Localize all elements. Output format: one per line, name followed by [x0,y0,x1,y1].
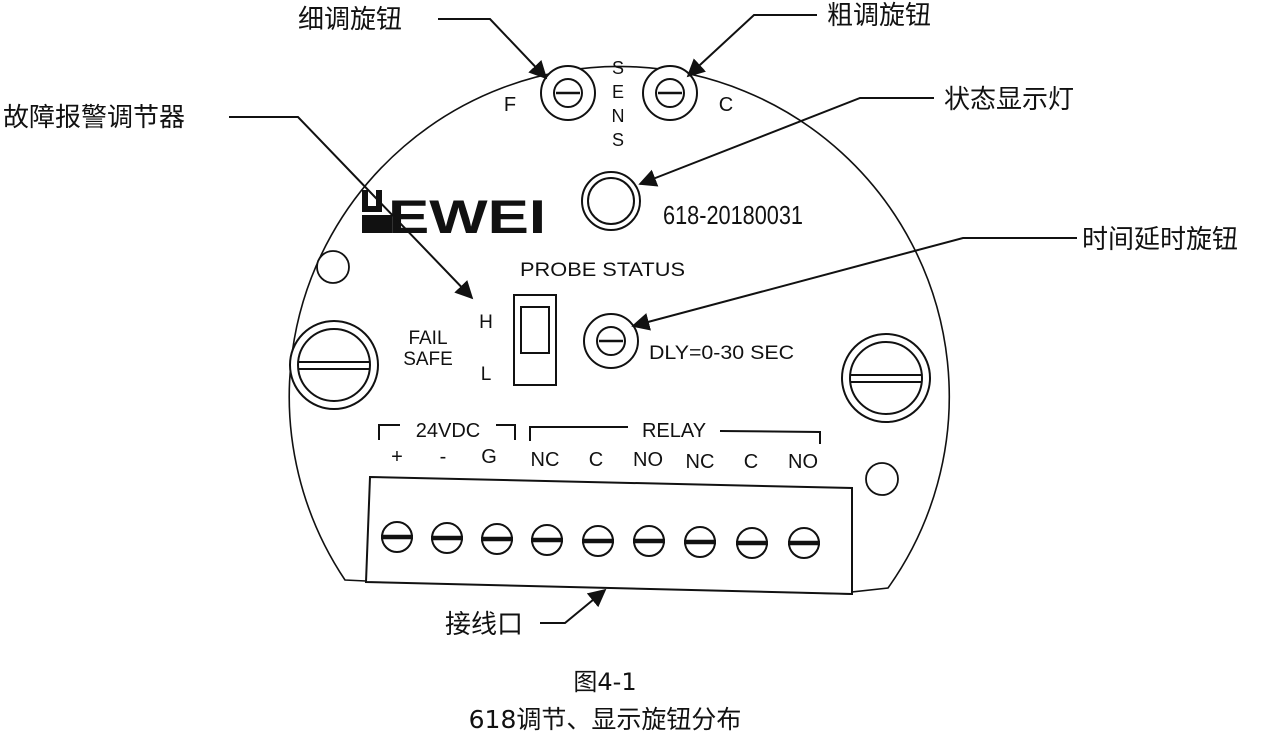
fail-label: FAIL [408,328,447,349]
sens-letter: S [612,130,624,150]
terminal-screw[interactable] [481,523,513,555]
figure-title: 618调节、显示旋钮分布 [469,705,742,734]
relay-bracket [529,426,821,444]
terminal-screw[interactable] [582,525,614,557]
right-screw [841,333,931,423]
terminal-screw[interactable] [431,522,463,554]
callout-coarse-knob: 粗调旋钮 [827,1,931,31]
mounting-hole [316,250,350,284]
callout-status-light: 状态显示灯 [944,85,1074,115]
terminal-label: + [391,446,403,468]
mounting-hole [865,462,899,496]
safe-label: SAFE [403,349,453,370]
switch-high-label: H [479,312,493,333]
terminal-screw[interactable] [684,526,716,558]
leader-terminal [540,588,607,624]
sens-letter: E [612,82,624,102]
terminal-label: G [481,446,497,468]
leader-fault-alarm [229,116,474,300]
delay-knob[interactable] [583,313,639,369]
terminal-label: NC [531,449,560,471]
brand-logo: EWEI [362,190,546,243]
serial-number: 618-20180031 [663,200,803,230]
coarse-knob-label: C [719,94,733,116]
logo-text: EWEI [388,190,546,243]
terminal-label: NC [686,451,715,473]
relay-group-label: RELAY [642,420,706,442]
terminal-screw[interactable] [381,521,413,553]
terminal-label: C [744,451,758,473]
terminal-label: - [440,446,447,468]
callout-fault-alarm: 故障报警调节器 [3,103,185,133]
fine-knob[interactable] [540,65,596,121]
leader-status-light [638,97,934,187]
terminal-label: NO [788,451,818,473]
terminal-screw[interactable] [633,525,665,557]
callout-terminal: 接线口 [445,610,523,640]
switch-low-label: L [481,364,492,385]
terminal-label: C [589,449,603,471]
leader-fine-knob [438,18,548,80]
figure-number: 图4-1 [573,668,636,696]
terminal-screw[interactable] [736,527,768,559]
leader-coarse-knob [686,14,817,78]
callout-delay-knob: 时间延时旋钮 [1082,225,1238,255]
sens-letter: N [612,106,625,126]
coarse-knob[interactable] [642,65,698,121]
sens-letter: S [612,58,624,78]
status-light [581,171,641,231]
probe-status-label: PROBE STATUS [520,260,685,281]
callout-fine-knob: 细调旋钮 [298,5,402,35]
terminal-screw[interactable] [788,527,820,559]
fine-knob-label: F [504,94,516,116]
power-group-label: 24VDC [416,420,480,442]
fail-safe-switch[interactable] [513,294,557,386]
power-bracket [378,424,516,440]
leader-delay-knob [631,237,1077,331]
terminal-screw[interactable] [531,524,563,556]
terminal-label: NO [633,449,663,471]
delay-label: DLY=0-30 SEC [649,343,794,364]
left-screw [289,320,379,410]
